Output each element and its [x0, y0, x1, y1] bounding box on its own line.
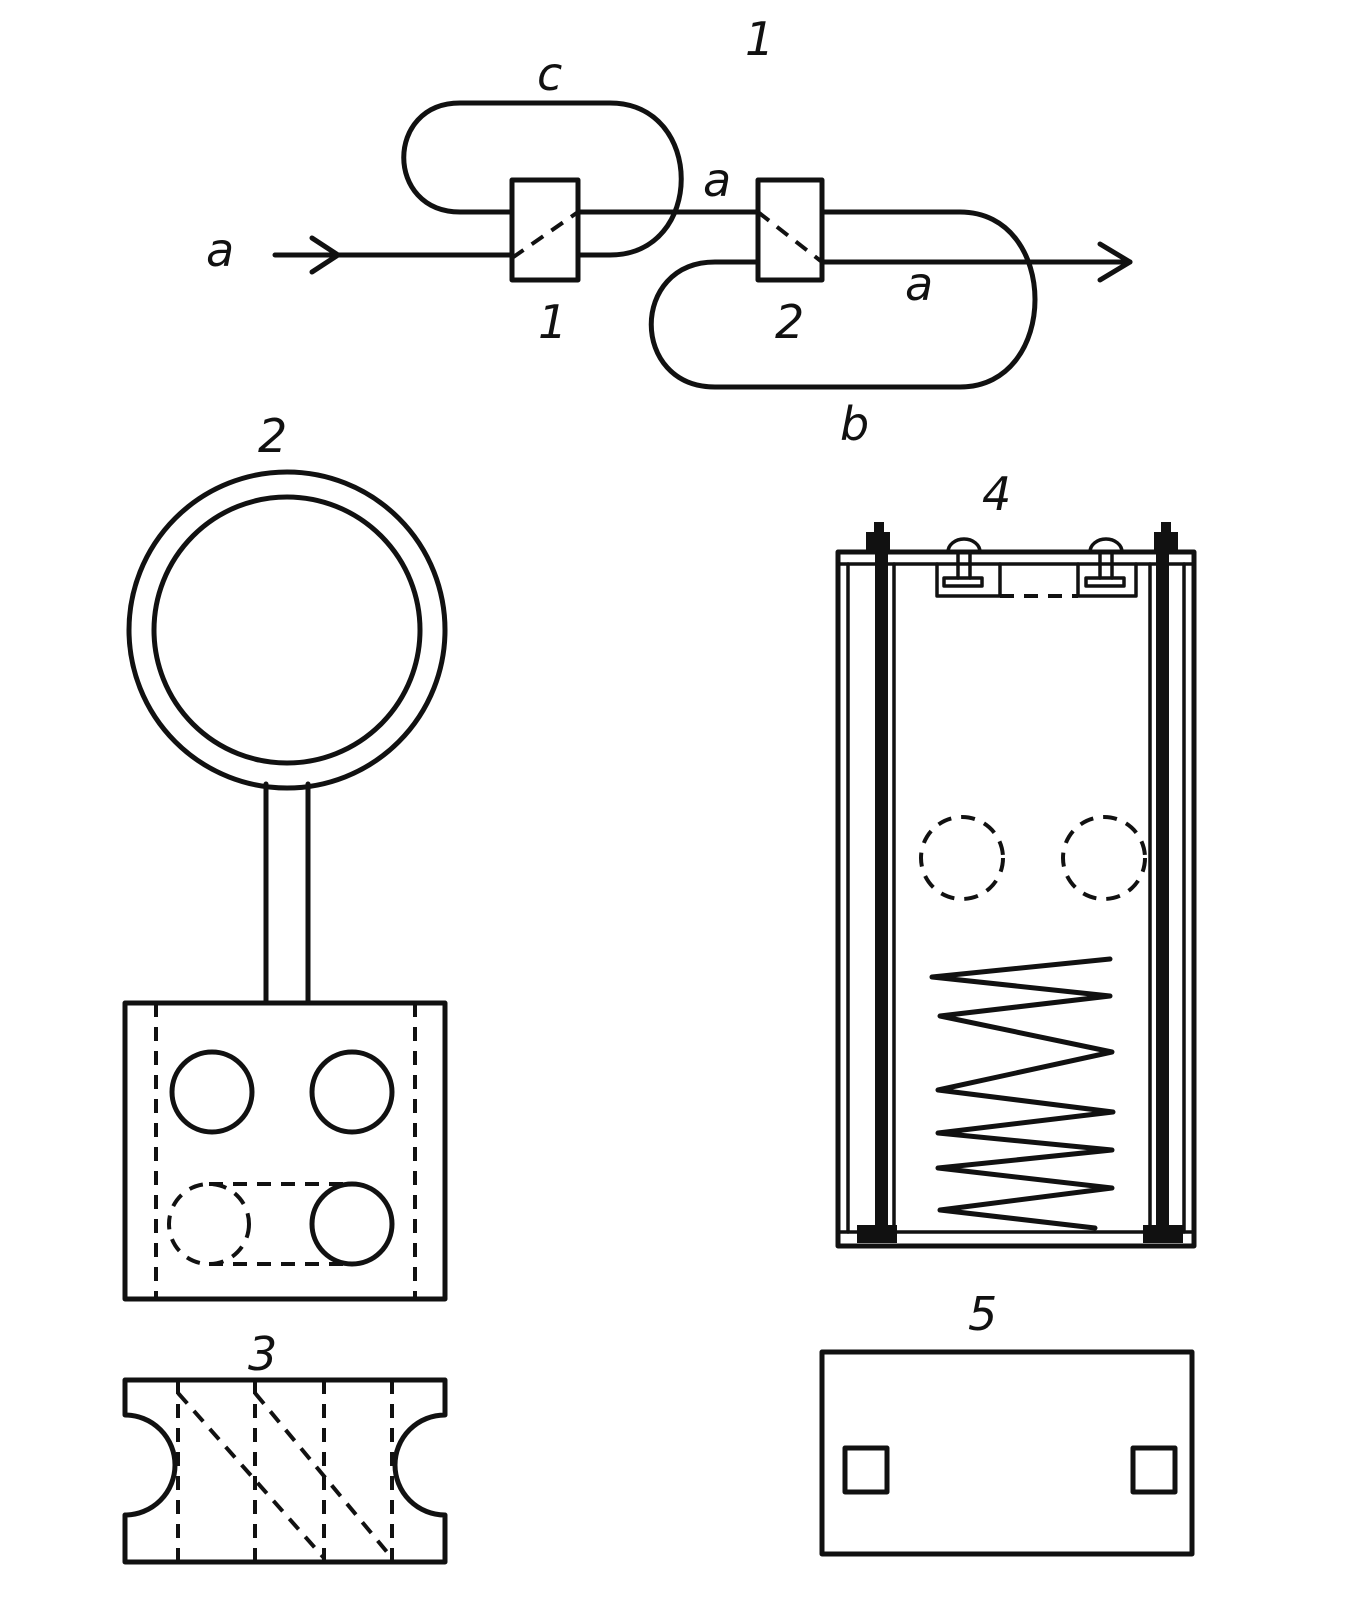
loop-c	[401, 100, 684, 258]
block-dash-diag1	[176, 1391, 326, 1560]
screw-left-pocket	[935, 562, 1002, 598]
base-block	[122, 1000, 448, 1302]
figure-4-spring-frame: 4	[835, 467, 1197, 1249]
adjust-screw-left	[942, 537, 984, 588]
figure-3-number: 3	[248, 1327, 277, 1381]
grooved-block-outline	[122, 1377, 448, 1565]
plate-square-hole-left	[842, 1445, 890, 1495]
block-1-number: 1	[538, 295, 567, 349]
left-top-rod-tip	[874, 522, 884, 534]
block-2-number: 2	[775, 295, 804, 349]
figure-5-plate: 5	[819, 1287, 1195, 1557]
adjust-screw-right	[1084, 537, 1126, 588]
plate-outline	[819, 1349, 1195, 1557]
figure-5-number: 5	[968, 1287, 997, 1341]
frame-outer	[835, 549, 1197, 1249]
loop-b	[648, 209, 1038, 390]
frame-hole-left-hidden	[919, 815, 1005, 901]
mirror-inner-ring	[151, 494, 423, 766]
frame-hole-right-hidden	[1061, 815, 1147, 901]
left-bottom-nut	[857, 1225, 897, 1243]
plate-square-hole-right	[1130, 1445, 1178, 1495]
label-a-output: a	[905, 257, 933, 311]
splitter-2-diagonal	[756, 210, 824, 264]
figure-2-number: 2	[258, 409, 287, 463]
mirror-outer-ring	[126, 469, 448, 791]
right-top-nut	[1154, 532, 1178, 554]
right-threaded-rod	[1156, 550, 1169, 1240]
input-arrow-icon	[309, 235, 341, 275]
beam-splitter-1	[509, 177, 581, 283]
base-hole-bottom-right	[309, 1181, 395, 1267]
figure-3-grooved-block: 3	[122, 1327, 448, 1565]
figure-1-number: 1	[745, 12, 774, 66]
splitter-1-diagonal	[510, 210, 580, 260]
base-hole-bottom-left-hidden	[167, 1182, 251, 1266]
beam-splitter-2	[755, 177, 825, 283]
left-threaded-rod	[875, 550, 888, 1240]
label-a-input: a	[206, 223, 234, 277]
block-dash-diag2	[253, 1391, 394, 1560]
label-b: b	[840, 397, 869, 451]
figure-4-number: 4	[982, 467, 1011, 521]
base-hole-top-left	[169, 1049, 255, 1135]
left-top-nut	[866, 532, 890, 554]
compression-spring	[929, 956, 1116, 1231]
base-hole-top-right	[309, 1049, 395, 1135]
label-c: c	[537, 47, 562, 101]
figure-2-mirror-mount: 2	[122, 409, 448, 1302]
figure-1-beam-path: 1 c a a a b 1 2	[206, 12, 1133, 451]
right-bottom-nut	[1143, 1225, 1183, 1243]
output-arrow-icon	[1097, 241, 1133, 283]
right-top-rod-tip	[1161, 522, 1171, 534]
screw-right-pocket	[1076, 562, 1138, 598]
label-a-middle: a	[703, 153, 731, 207]
base-slot-outline	[209, 1182, 352, 1266]
